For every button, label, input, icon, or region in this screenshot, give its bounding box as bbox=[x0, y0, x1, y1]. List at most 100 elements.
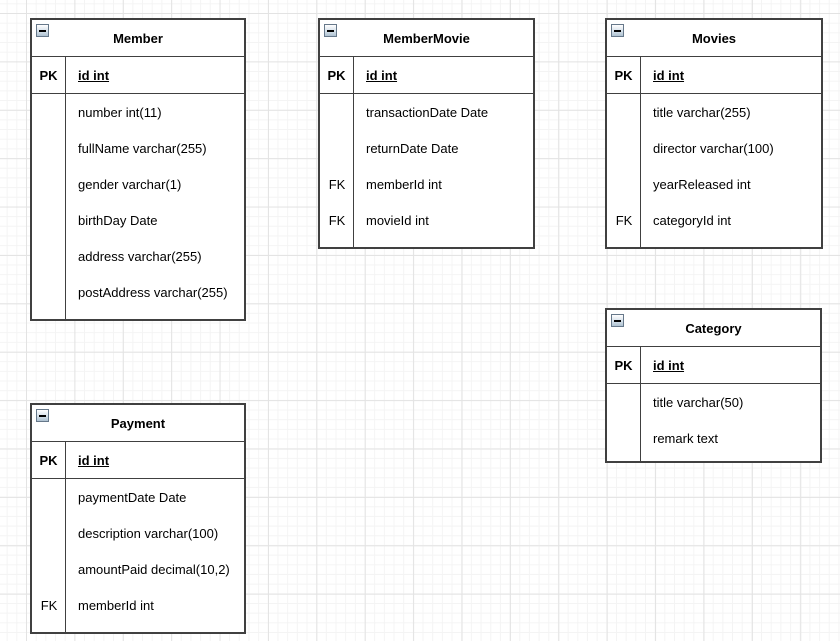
key-label bbox=[32, 274, 66, 310]
key-label bbox=[607, 420, 641, 456]
entity-payment-body: paymentDate Date description varchar(100… bbox=[32, 479, 244, 632]
entity-membermovie-header[interactable]: MemberMovie bbox=[320, 20, 533, 57]
table-row[interactable]: remark text bbox=[607, 420, 820, 456]
pk-key-label: PK bbox=[32, 442, 66, 478]
table-row[interactable]: FK movieId int bbox=[320, 202, 533, 238]
field-label: number int(11) bbox=[78, 104, 162, 120]
entity-category-header[interactable]: Category bbox=[607, 310, 820, 347]
entity-membermovie[interactable]: MemberMovie PK id int transactionDate Da… bbox=[318, 18, 535, 249]
collapse-icon[interactable] bbox=[611, 24, 624, 37]
key-label bbox=[32, 515, 66, 551]
entity-payment-header[interactable]: Payment bbox=[32, 405, 244, 442]
table-row[interactable]: FK memberId int bbox=[32, 587, 244, 623]
key-label bbox=[607, 384, 641, 420]
entity-payment[interactable]: Payment PK id int paymentDate Date descr… bbox=[30, 403, 246, 634]
table-row[interactable]: postAddress varchar(255) bbox=[32, 274, 244, 310]
field-label: memberId int bbox=[366, 176, 442, 192]
table-row[interactable]: title varchar(255) bbox=[607, 94, 821, 130]
field-label: amountPaid decimal(10,2) bbox=[78, 561, 230, 577]
field-label: postAddress varchar(255) bbox=[78, 284, 228, 300]
key-label: FK bbox=[40, 597, 58, 613]
key-label bbox=[607, 94, 641, 130]
entity-member-body: number int(11) fullName varchar(255) gen… bbox=[32, 94, 244, 319]
key-label bbox=[607, 166, 641, 202]
collapse-icon[interactable] bbox=[36, 409, 49, 422]
field-label: transactionDate Date bbox=[366, 104, 489, 120]
table-row[interactable]: title varchar(50) bbox=[607, 384, 820, 420]
entity-title: Category bbox=[685, 320, 742, 336]
key-label bbox=[320, 130, 354, 166]
table-row[interactable]: description varchar(100) bbox=[32, 515, 244, 551]
field-label: remark text bbox=[653, 430, 719, 446]
key-label bbox=[607, 130, 641, 166]
entity-movies[interactable]: Movies PK id int title varchar(255) dire… bbox=[605, 18, 823, 249]
table-row[interactable]: FK memberId int bbox=[320, 166, 533, 202]
entity-member-header[interactable]: Member bbox=[32, 20, 244, 57]
table-row[interactable]: director varchar(100) bbox=[607, 130, 821, 166]
table-row[interactable]: paymentDate Date bbox=[32, 479, 244, 515]
collapse-icon[interactable] bbox=[324, 24, 337, 37]
pk-row[interactable]: PK id int bbox=[32, 57, 244, 94]
key-label bbox=[32, 94, 66, 130]
field-label: birthDay Date bbox=[78, 212, 158, 228]
key-label: FK bbox=[328, 176, 346, 192]
collapse-icon[interactable] bbox=[611, 314, 624, 327]
table-row[interactable]: address varchar(255) bbox=[32, 238, 244, 274]
table-row[interactable]: fullName varchar(255) bbox=[32, 130, 244, 166]
key-label bbox=[32, 479, 66, 515]
entity-movies-header[interactable]: Movies bbox=[607, 20, 821, 57]
key-label bbox=[32, 202, 66, 238]
field-label: director varchar(100) bbox=[653, 140, 774, 156]
key-label: FK bbox=[328, 212, 346, 228]
field-label: movieId int bbox=[366, 212, 429, 228]
field-label: address varchar(255) bbox=[78, 248, 202, 264]
entity-category[interactable]: Category PK id int title varchar(50) rem… bbox=[605, 308, 822, 463]
entity-title: Payment bbox=[110, 415, 166, 431]
key-label bbox=[32, 166, 66, 202]
pk-key-label: PK bbox=[320, 57, 354, 93]
field-label: memberId int bbox=[78, 597, 154, 613]
pk-row[interactable]: PK id int bbox=[320, 57, 533, 94]
table-row[interactable]: number int(11) bbox=[32, 94, 244, 130]
field-label: description varchar(100) bbox=[78, 525, 219, 541]
minus-glyph bbox=[614, 29, 621, 32]
pk-field-label: id int bbox=[366, 67, 398, 83]
pk-row[interactable]: PK id int bbox=[607, 57, 821, 94]
pk-key-label: PK bbox=[607, 57, 641, 93]
entity-membermovie-body: transactionDate Date returnDate Date FK … bbox=[320, 94, 533, 247]
field-label: title varchar(50) bbox=[653, 394, 744, 410]
minus-glyph bbox=[39, 414, 46, 417]
pk-row[interactable]: PK id int bbox=[32, 442, 244, 479]
table-row[interactable]: birthDay Date bbox=[32, 202, 244, 238]
table-row[interactable]: amountPaid decimal(10,2) bbox=[32, 551, 244, 587]
field-label: gender varchar(1) bbox=[78, 176, 182, 192]
minus-glyph bbox=[39, 29, 46, 32]
key-label bbox=[32, 551, 66, 587]
entity-member[interactable]: Member PK id int number int(11) fullName… bbox=[30, 18, 246, 321]
table-row[interactable]: yearReleased int bbox=[607, 166, 821, 202]
minus-glyph bbox=[614, 319, 621, 322]
pk-field-label: id int bbox=[653, 67, 685, 83]
key-label: FK bbox=[615, 212, 633, 228]
pk-field-label: id int bbox=[78, 67, 110, 83]
entity-title: Movies bbox=[691, 30, 737, 46]
pk-row[interactable]: PK id int bbox=[607, 347, 820, 384]
collapse-icon[interactable] bbox=[36, 24, 49, 37]
key-label bbox=[32, 130, 66, 166]
key-label bbox=[320, 94, 354, 130]
entity-movies-body: title varchar(255) director varchar(100)… bbox=[607, 94, 821, 247]
table-row[interactable]: gender varchar(1) bbox=[32, 166, 244, 202]
pk-key-label: PK bbox=[607, 347, 641, 383]
pk-key-label: PK bbox=[32, 57, 66, 93]
pk-field-label: id int bbox=[653, 357, 685, 373]
entity-title: Member bbox=[113, 30, 163, 46]
table-row[interactable]: transactionDate Date bbox=[320, 94, 533, 130]
field-label: title varchar(255) bbox=[653, 104, 751, 120]
field-label: categoryId int bbox=[653, 212, 732, 228]
field-label: fullName varchar(255) bbox=[78, 140, 207, 156]
table-row[interactable]: returnDate Date bbox=[320, 130, 533, 166]
table-row[interactable]: FK categoryId int bbox=[607, 202, 821, 238]
entity-category-body: title varchar(50) remark text bbox=[607, 384, 820, 461]
field-label: paymentDate Date bbox=[78, 489, 187, 505]
